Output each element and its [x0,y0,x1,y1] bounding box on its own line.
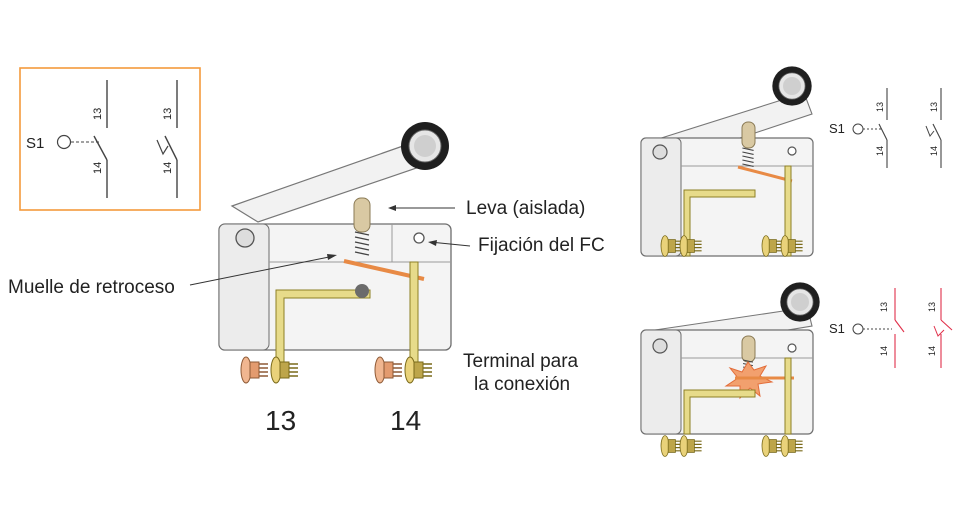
idle-terminal-14: 14 [875,146,885,156]
idle-nc-contact-icon [925,88,942,168]
symbol-terminal-13: 13 [92,108,104,120]
screw-13-icon [240,356,269,384]
idle-terminal-14-b: 14 [929,146,939,156]
mounting-hole-icon [413,232,425,244]
callout-mount: Fijación del FC [478,235,605,256]
callout-cam: Leva (aislada) [466,198,585,219]
actuated-terminal-13: 13 [879,302,889,312]
callout-spring: Muelle de retroceso [8,277,175,298]
idle-device-label: S1 [829,121,845,136]
idle-no-contact-icon [878,88,888,168]
actuated-terminal-13-b: 13 [927,302,937,312]
positive-opening-contact-icon [156,80,178,198]
terminal-14-conductor [409,261,419,373]
lever-pivot-icon [235,228,255,248]
symbol-terminal-14: 14 [92,162,104,174]
terminal-number-13: 13 [265,405,296,436]
actuator-circle-icon [56,134,72,150]
terminal-number-14: 14 [390,405,421,436]
symbol-terminal-13-b: 13 [162,108,174,120]
roller-icon-idle [771,65,813,107]
symbol-frame [19,67,201,211]
switch-state-idle: S1 13 14 13 14 [640,65,942,257]
symbol-device-label: S1 [26,135,44,152]
contact-symbol-panel: S1 13 14 13 14 [19,67,201,211]
screw-14-icon [374,356,403,384]
idle-terminal-13-b: 13 [929,102,939,112]
actuated-terminal-14-b: 14 [927,346,937,356]
contact-spark-icon [724,361,774,400]
actuated-nc-contact-icon [933,288,953,368]
callout-terminal-line2: la conexión [474,374,570,395]
callout-terminal-line1: Terminal para [463,351,579,372]
actuated-device-label: S1 [829,321,845,336]
roller-icon-actuated [779,281,821,323]
normally-open-contact-icon [93,80,108,198]
cam-plunger [353,197,371,233]
main-limit-switch: Leva (aislada) Fijación del FC Muelle de… [8,121,605,436]
switch-state-actuated: S1 13 14 13 14 [640,281,953,457]
symbol-terminal-14-b: 14 [162,162,174,174]
actuated-terminal-14: 14 [879,346,889,356]
idle-terminal-13: 13 [875,102,885,112]
roller-icon [400,121,450,171]
actuated-no-contact-icon [894,288,905,368]
